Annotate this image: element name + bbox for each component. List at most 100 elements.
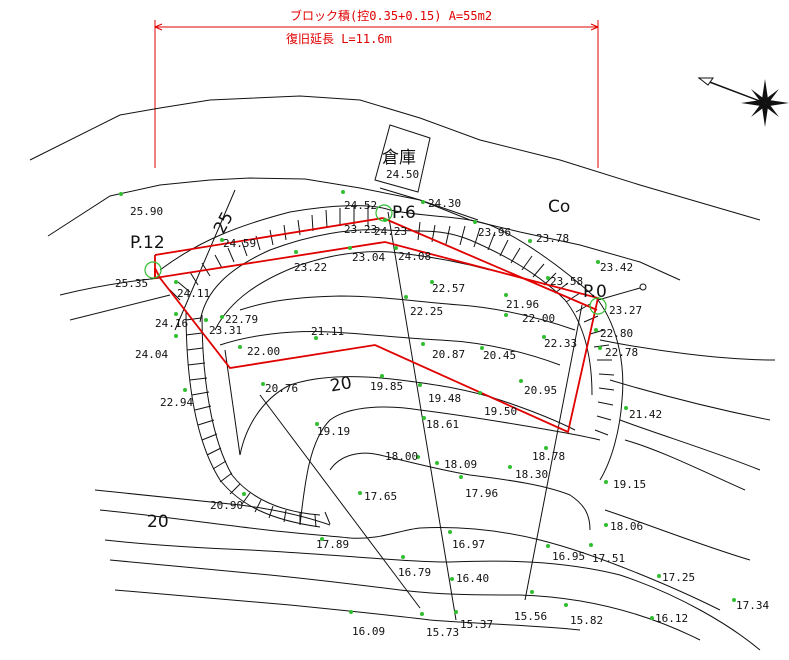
spot-point	[341, 190, 345, 194]
station-p6[interactable]: P.6 24.23	[374, 203, 416, 238]
spot-point	[546, 276, 550, 280]
spot-elevation-label: 23.22	[294, 261, 327, 274]
spot-point	[380, 374, 384, 378]
spot-point	[422, 416, 426, 420]
spot-elevation-label: 17.65	[364, 490, 397, 503]
spot-elevation-label: 18.00	[385, 450, 418, 463]
spot-elevation-label: 22.25	[410, 305, 443, 318]
warehouse-elev: 24.50	[386, 168, 419, 181]
spot-elevation-label: 21.11	[311, 325, 344, 338]
spot-elevation-label: 23.04	[352, 251, 385, 264]
spot-point	[358, 491, 362, 495]
spot-point	[421, 200, 425, 204]
spot-point	[546, 544, 550, 548]
spot-point	[624, 406, 628, 410]
spot-elevation-label: 22.00	[247, 345, 280, 358]
spot-point	[174, 334, 178, 338]
station-p12-elev: 25.35	[115, 277, 148, 290]
spot-elevation-label: 22.00	[522, 312, 555, 325]
spot-point	[220, 238, 224, 242]
spot-elevation-label: 22.33	[544, 337, 577, 350]
spot-point	[220, 315, 224, 319]
spot-elevation-label: 16.12	[655, 612, 688, 625]
spot-elevation-label: 24.08	[398, 250, 431, 263]
station-p6-label: P.6	[392, 203, 416, 223]
dimension-text: ブロック積(控0.35+0.15) A=55m2	[290, 8, 492, 23]
spot-elevation-label: 24.30	[428, 197, 461, 210]
spot-elevation-label: 15.37	[460, 618, 493, 631]
spot-point	[450, 577, 454, 581]
spot-elevation-label: 17.96	[465, 487, 498, 500]
station-p0-label: P.0	[583, 282, 607, 302]
spot-point	[421, 342, 425, 346]
spot-elevation-label: 15.82	[570, 614, 603, 627]
spot-point	[732, 598, 736, 602]
spot-elevation-label: 21.96	[506, 298, 539, 311]
spot-elevation-label: 15.73	[426, 626, 459, 639]
spot-point	[564, 603, 568, 607]
spot-point	[519, 379, 523, 383]
station-p12[interactable]: P.12 25.35	[115, 233, 165, 290]
spot-elevation-label: 18.06	[610, 520, 643, 533]
spot-point	[478, 391, 482, 395]
road-lines	[29, 95, 761, 281]
contour-label-25: 25	[210, 209, 238, 237]
spot-point	[504, 313, 508, 317]
spot-point	[589, 543, 593, 547]
spot-elevation-label: 20.45	[483, 349, 516, 362]
spot-elevation-label: 23.31	[209, 324, 242, 337]
spot-elevation-label: 17.51	[592, 552, 625, 565]
spot-point	[435, 461, 439, 465]
spot-elevation-label: 17.89	[316, 538, 349, 551]
spot-point	[401, 555, 405, 559]
spot-elevation-label: 17.34	[736, 599, 769, 612]
spot-elevation-label: 19.50	[484, 405, 517, 418]
spot-elevation-label: 24.11	[177, 287, 210, 300]
spot-point	[119, 192, 123, 196]
spot-elevation-label: 15.56	[514, 610, 547, 623]
station-p6-elev: 24.23	[374, 225, 407, 238]
spot-elevation-label: 17.25	[662, 571, 695, 584]
warehouse-label: 倉庫	[382, 148, 416, 168]
spot-point	[473, 220, 477, 224]
spot-elevation-label: 24.59	[223, 237, 256, 250]
contour-lines	[59, 205, 776, 651]
contour-label-20-center: 20	[329, 373, 354, 396]
spot-point	[657, 574, 661, 578]
spot-point	[294, 250, 298, 254]
block-wall-outline[interactable]	[154, 217, 600, 434]
spot-point	[383, 218, 387, 222]
spot-point	[430, 280, 434, 284]
spot-point	[542, 335, 546, 339]
spot-point	[261, 382, 265, 386]
spot-point	[348, 246, 352, 250]
section-lines	[174, 187, 647, 621]
station-p0[interactable]: P.0 23.27	[583, 282, 642, 317]
spot-elevation-label: 23.78	[536, 232, 569, 245]
spot-point	[454, 610, 458, 614]
spot-elevation-label: 22.94	[160, 396, 193, 409]
stations: P.12 25.35 P.6 24.23 P.0 23.27	[115, 203, 642, 317]
spot-point	[604, 480, 608, 484]
spot-elevation-label: 21.42	[629, 408, 662, 421]
spot-point	[596, 260, 600, 264]
spot-point	[504, 293, 508, 297]
dimension-line: ブロック積(控0.35+0.15) A=55m2 復旧延長 L=11.6m	[154, 8, 599, 168]
spot-elevation-label: 23.96	[478, 226, 511, 239]
spot-elevation-label: 24.04	[135, 348, 168, 361]
spot-elevation-label: 19.19	[317, 425, 350, 438]
spot-elevation-label: 23.42	[600, 261, 633, 274]
spot-elevation-label: 16.97	[452, 538, 485, 551]
spot-elevation-label: 24.52	[344, 199, 377, 212]
spot-point	[174, 280, 178, 284]
spot-elevation-label: 22.80	[600, 327, 633, 340]
spot-point	[204, 318, 208, 322]
spot-elevation-label: 18.09	[444, 458, 477, 471]
station-p12-label: P.12	[130, 233, 165, 253]
spot-point	[418, 383, 422, 387]
spot-point	[416, 455, 420, 459]
spot-point	[480, 346, 484, 350]
spot-point	[604, 523, 608, 527]
spot-point	[394, 246, 398, 250]
